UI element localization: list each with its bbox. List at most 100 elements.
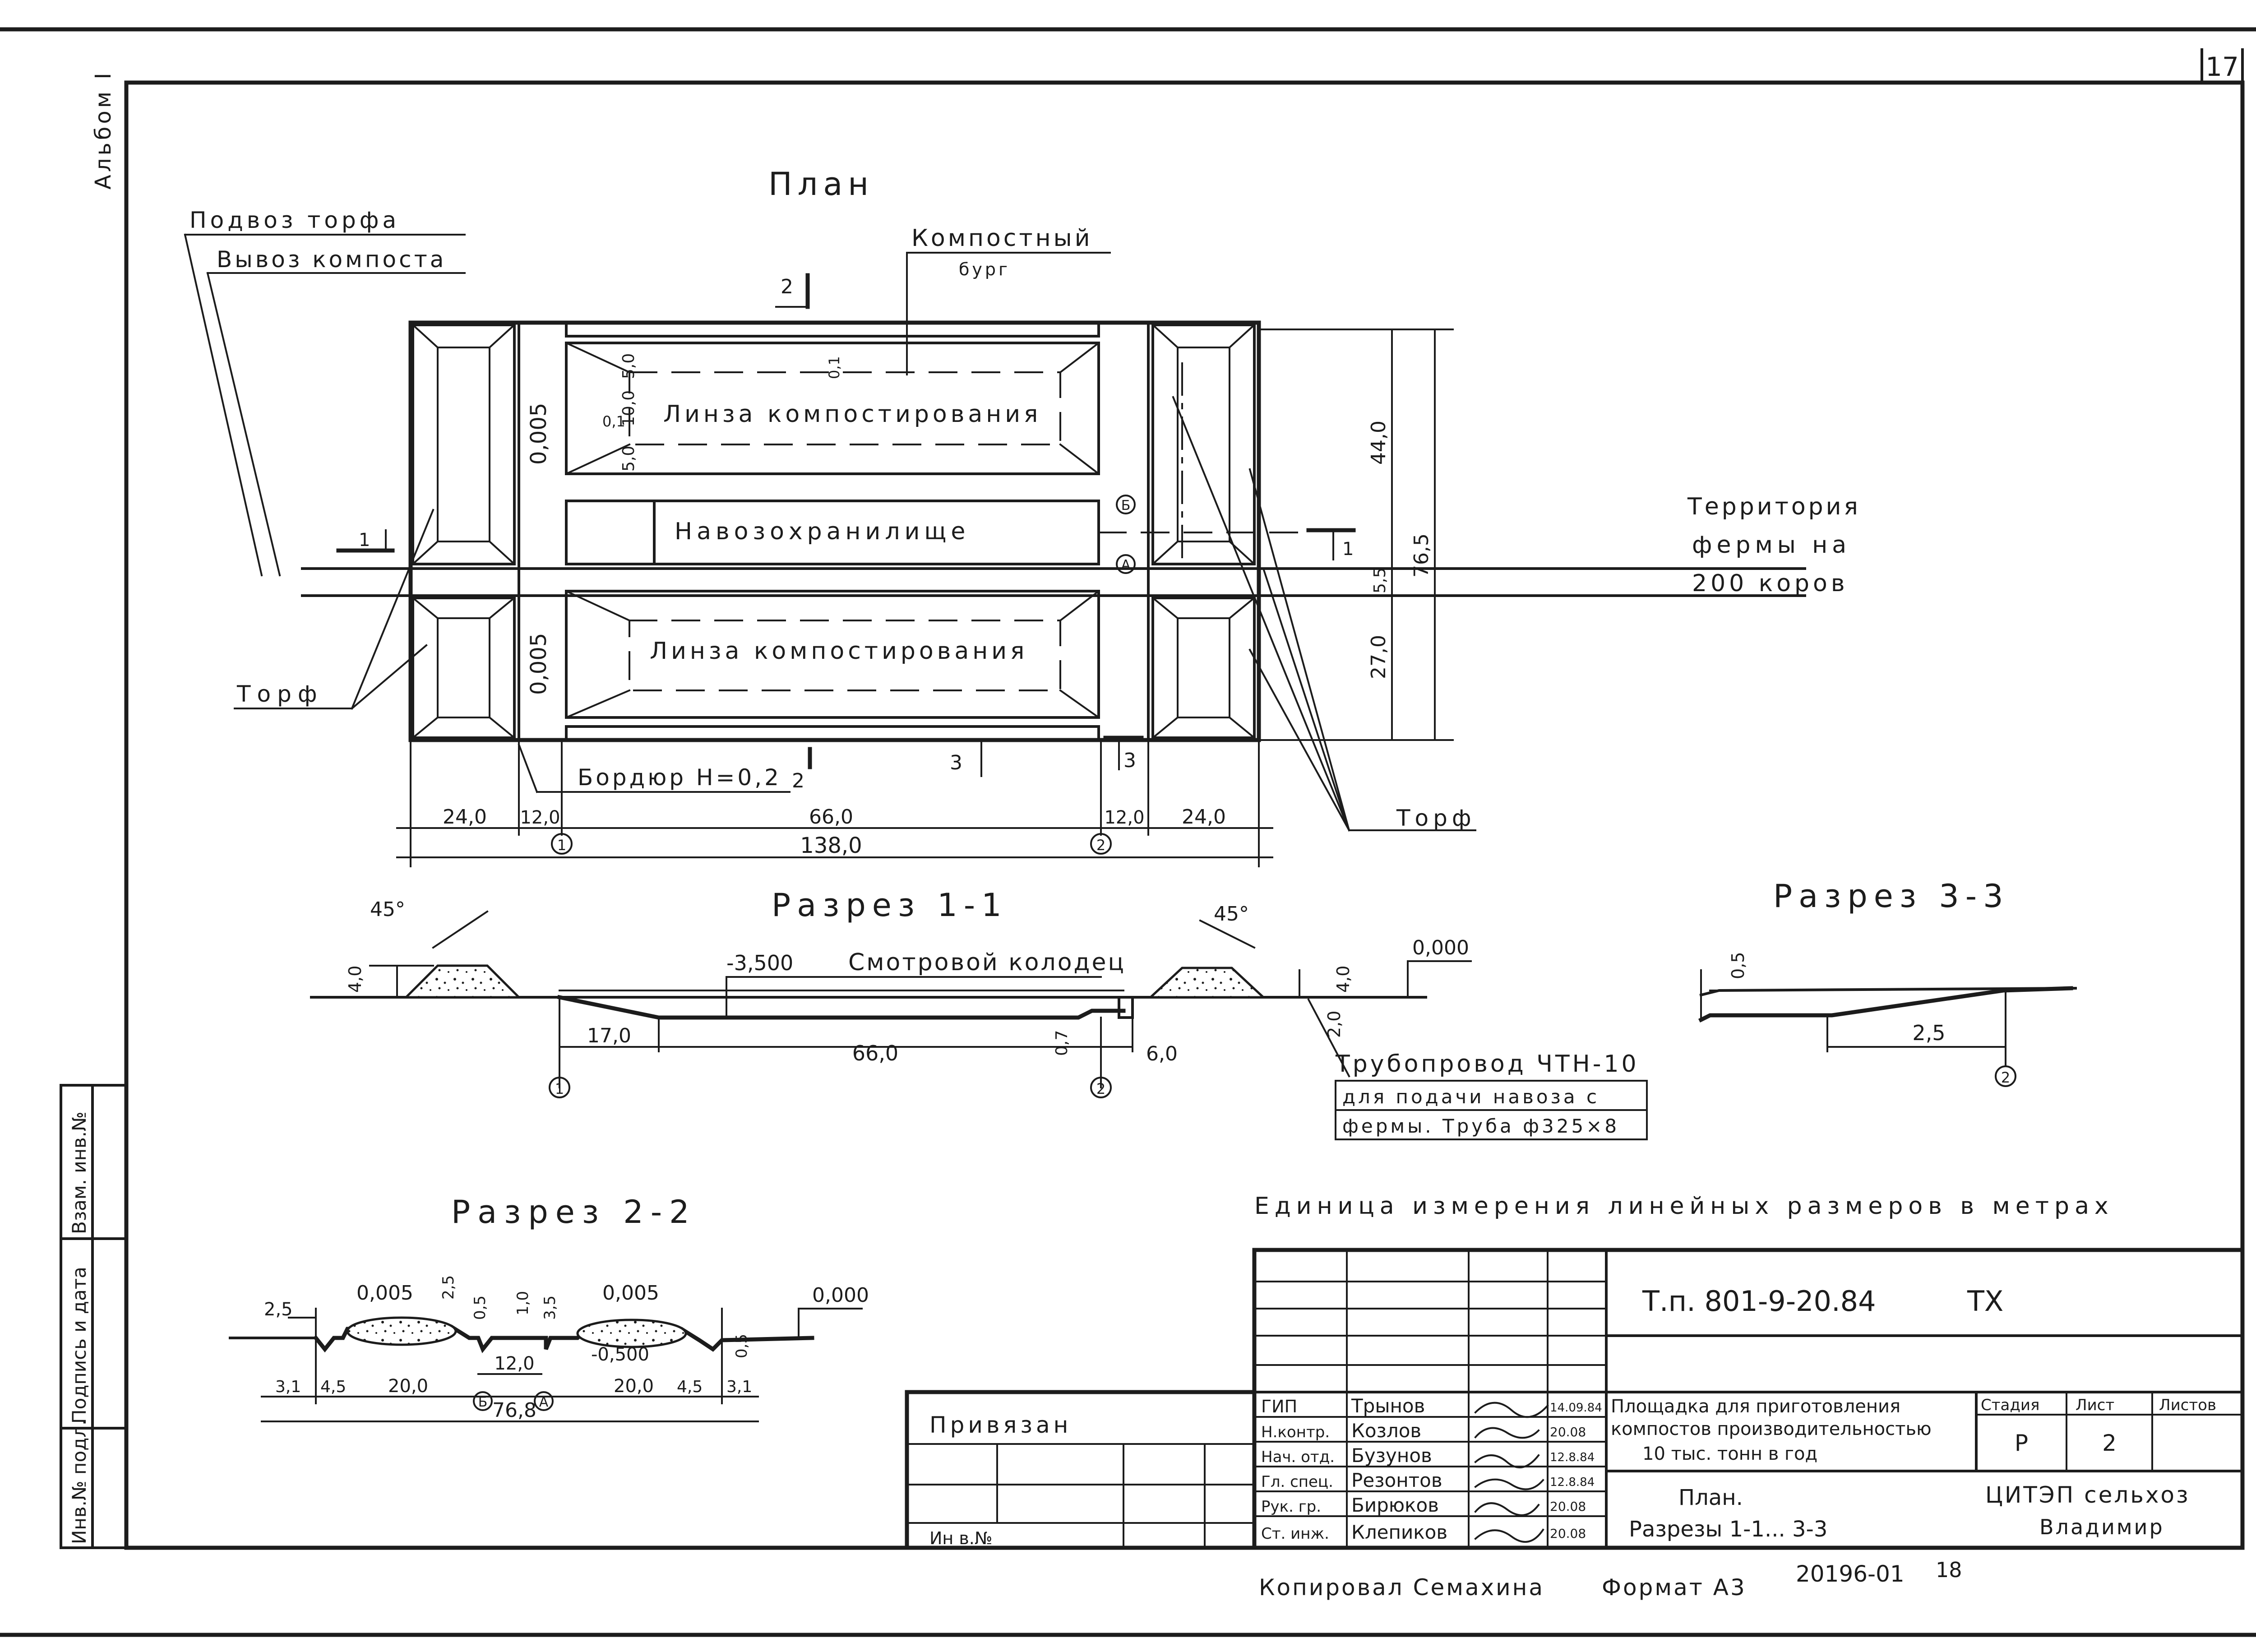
- s11-dim-6: 6,0: [1146, 1042, 1178, 1065]
- title-block-text: Т.п. 801-9-20.84 ТХ Привязан Ин в.№ Площ…: [929, 1285, 2216, 1548]
- name-5: Бирюков: [1351, 1494, 1439, 1516]
- s11-angle-right: 45°: [1214, 902, 1249, 925]
- name-4: Резонтов: [1351, 1469, 1442, 1491]
- sheet-number: 17: [2205, 51, 2239, 82]
- role-3: Нач. отд.: [1261, 1448, 1335, 1466]
- name-6: Клепиков: [1351, 1521, 1447, 1543]
- farm-territory-3: 200 коров: [1692, 570, 1848, 597]
- s11-axis-2: 2: [1096, 1080, 1105, 1097]
- section-1-1-title: Разрез 1-1: [772, 887, 1008, 924]
- date-6: 20.08: [1550, 1526, 1586, 1541]
- org-name-1: ЦИТЭП сельхоз: [1985, 1482, 2190, 1508]
- lens-dim-5b: 5,0: [619, 446, 638, 472]
- bottom-dim-5: 24,0: [1182, 805, 1226, 828]
- section-mark-2-bottom: 2: [792, 769, 804, 792]
- s22-slope-left: 0,005: [356, 1282, 413, 1305]
- s22-bottom-dim-2: 4,5: [320, 1378, 346, 1396]
- doc-code: Т.п. 801-9-20.84: [1642, 1285, 1876, 1318]
- s33-dim-0-5: 0,5: [1728, 952, 1748, 979]
- side-stamp-signature: Подпись и дата: [68, 1267, 90, 1424]
- dim-76-5: 76,5: [1410, 533, 1433, 578]
- lens-top-label: Линза компостирования: [663, 401, 1041, 428]
- footer-number: 20196-01: [1796, 1561, 1905, 1587]
- pipe-line-2: для подачи навоза с: [1342, 1086, 1600, 1108]
- org-name-2: Владимир: [2039, 1515, 2164, 1539]
- date-4: 12.8.84: [1550, 1476, 1595, 1489]
- peat-delivery-label: Подвоз торфа: [190, 207, 400, 233]
- s22-top-dim-5: 3,5: [541, 1296, 559, 1320]
- s22-bottom-dim-5: 4,5: [677, 1378, 703, 1396]
- sheet-title-1: План.: [1678, 1485, 1743, 1510]
- project-title-2: компостов производительностью: [1611, 1419, 1932, 1439]
- role-2: Н.контр.: [1261, 1423, 1330, 1441]
- signatures: [1474, 1402, 1549, 1543]
- title-block: [905, 1248, 2245, 1550]
- s22-bottom-dim-4: 20,0: [614, 1376, 654, 1397]
- lens-dim-01a: 0,1: [602, 413, 625, 430]
- s22-top-dim-2: 2,5: [439, 1275, 458, 1300]
- s22-axis-b: Б: [478, 1394, 488, 1410]
- section-3-3-drawing: 0,5 2,5 2: [1698, 952, 2077, 1087]
- name-3: Бузунов: [1351, 1444, 1432, 1467]
- dim-total: 138,0: [800, 833, 862, 858]
- section-2-2-title: Разрез 2-2: [451, 1194, 697, 1231]
- dim-44: 44,0: [1367, 421, 1390, 465]
- date-5: 20.08: [1550, 1499, 1586, 1514]
- s22-dim-12: 12,0: [494, 1353, 534, 1374]
- lens-dim-10: 10,0: [619, 390, 638, 426]
- name-2: Козлов: [1351, 1420, 1421, 1442]
- lens-dim-5a: 5,0: [619, 353, 638, 379]
- stage-value: Р: [2015, 1430, 2028, 1456]
- farm-territory-1: Территория: [1687, 493, 1861, 520]
- role-6: Ст. инж.: [1261, 1525, 1329, 1543]
- s22-dim-total: 76,8: [492, 1399, 536, 1422]
- pipe-title: Трубопровод ЧТН-10: [1335, 1050, 1639, 1078]
- role-5: Рук. гр.: [1261, 1498, 1321, 1516]
- section-1-1-drawing: [310, 910, 1472, 1078]
- footer-page: 18: [1936, 1558, 1962, 1582]
- slope-bottom: 0,005: [526, 633, 551, 695]
- s22-level-zero: 0,000: [812, 1284, 869, 1307]
- name-1: Трынов: [1351, 1395, 1425, 1417]
- project-title-3: 10 тыс. тонн в год: [1642, 1444, 1817, 1464]
- date-3: 12.8.84: [1550, 1451, 1595, 1464]
- dim-5-5: 5,5: [1371, 568, 1389, 593]
- s22-axis-a: А: [539, 1394, 549, 1410]
- sheet-title-2: Разрезы 1-1... 3-3: [1629, 1517, 1827, 1542]
- manure-storage-label: Навозохранилище: [675, 518, 970, 545]
- s11-level-low: -3,500: [726, 951, 793, 975]
- s11-well: Смотровой колодец: [848, 949, 1126, 976]
- section-2-2-drawing: [229, 1308, 863, 1422]
- s22-bottom-dim-3: 20,0: [388, 1376, 428, 1397]
- s22-bottom-dim-1: 3,1: [275, 1378, 301, 1396]
- date-2: 20.08: [1550, 1425, 1586, 1439]
- bottom-dim-1: 24,0: [443, 805, 487, 828]
- s11-axis-1: 1: [555, 1080, 564, 1097]
- section-mark-1-left: 1: [359, 530, 370, 551]
- bottom-dim-3: 66,0: [809, 805, 853, 828]
- s11-dim-66: 66,0: [852, 1041, 898, 1065]
- s11-h-right: 4,0: [1333, 966, 1353, 993]
- s33-axis-2: 2: [2001, 1069, 2010, 1086]
- s22-bottom-dim-6: 3,1: [726, 1378, 752, 1396]
- compost-pile-label-2: бург: [959, 259, 1010, 279]
- compost-removal-label: Вывоз компоста: [217, 246, 446, 273]
- section-mark-3-right: 3: [1123, 749, 1136, 772]
- section-3-3-title: Разрез 3-3: [1773, 878, 2010, 915]
- plan-title: План: [768, 166, 874, 203]
- s22-top-dim-4: 1,0: [514, 1291, 532, 1315]
- album-label: Альбом I: [91, 70, 116, 190]
- bottom-dim-4: 12,0: [1104, 807, 1144, 828]
- s22-dim-0-5: 0,5: [733, 1334, 751, 1358]
- s22-top-dim-1: 2,5: [264, 1299, 293, 1320]
- plan-labels: Подвоз торфа Вывоз компоста Компостный б…: [184, 207, 1861, 832]
- peat-right-label: Торф: [1396, 805, 1476, 831]
- s33-dim-2-5: 2,5: [1912, 1021, 1945, 1045]
- stage-header: Стадия: [1981, 1396, 2039, 1414]
- lens-dim-01b: 0,1: [826, 356, 843, 379]
- s22-slope-right: 0,005: [602, 1282, 659, 1305]
- doc-suffix: ТХ: [1967, 1285, 2003, 1318]
- dim-27: 27,0: [1367, 635, 1390, 679]
- s11-level-zero: 0,000: [1412, 936, 1469, 959]
